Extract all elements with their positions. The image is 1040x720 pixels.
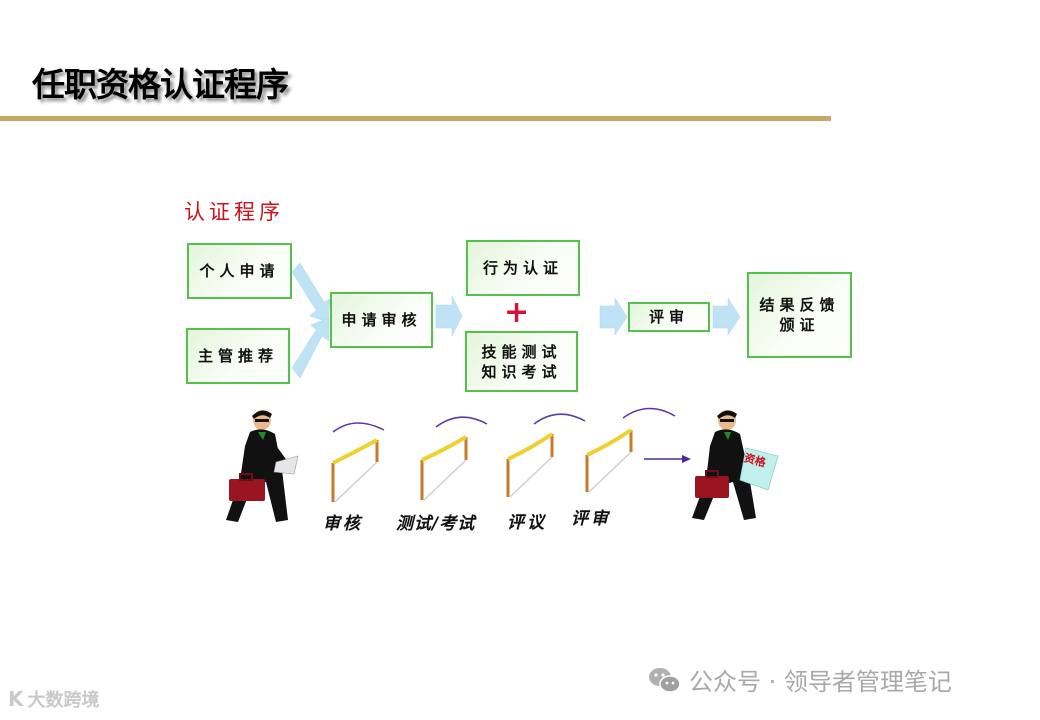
hurdle-label-evaluation: 评议 — [507, 513, 547, 533]
box-label-line1: 结果反馈 — [759, 296, 840, 314]
box-label-line2: 颁证 — [779, 316, 820, 334]
hurdle-icon — [506, 413, 586, 498]
bottom-left-watermark: K 大数跨境 — [8, 686, 100, 712]
box-label: 主管推荐 — [197, 347, 278, 365]
businessman-with-certificate-icon — [692, 410, 779, 520]
box-review: 评审 — [628, 302, 710, 332]
box-label-line2: 知识考试 — [481, 362, 562, 381]
box-label: 个人申请 — [199, 262, 280, 280]
box-application-review: 申请审核 — [330, 292, 433, 348]
logo-mark-icon: K — [8, 687, 24, 711]
box-manager-recommend: 主管推荐 — [186, 328, 290, 384]
box-label: 评审 — [648, 308, 689, 326]
hurdle-icon — [420, 416, 488, 501]
box-label-line1: 技能测试 — [481, 342, 562, 361]
arrow-right-icon — [644, 455, 691, 463]
plus-icon: + — [504, 295, 530, 330]
title-divider — [0, 116, 831, 121]
hurdle-label-review: 审核 — [323, 514, 363, 534]
arrow-icon — [291, 262, 741, 379]
hurdle-label-test: 测试/考试 — [396, 514, 476, 534]
hurdle-icon — [331, 422, 385, 503]
businessman-icon — [226, 410, 299, 522]
wechat-account-text: 公众号 · 领导者管理笔记 — [689, 668, 952, 696]
box-result-feedback: 结果反馈 颁证 — [747, 272, 852, 358]
box-personal-apply: 个人申请 — [187, 243, 292, 299]
page-title: 任职资格认证程序 — [32, 65, 289, 104]
section-title: 认证程序 — [184, 200, 284, 224]
box-label: 申请审核 — [341, 311, 422, 329]
wechat-watermark: 公众号 · 领导者管理笔记 — [647, 662, 952, 697]
logo-text: 大数跨境 — [27, 690, 100, 711]
hurdle-label-assessment: 评审 — [571, 509, 611, 529]
box-skill-test: 技能测试 知识考试 — [465, 331, 578, 392]
box-label: 行为认证 — [482, 259, 563, 277]
hurdle-icon — [585, 407, 676, 493]
box-behavior-cert: 行为认证 — [466, 240, 580, 296]
wechat-icon — [649, 667, 681, 693]
